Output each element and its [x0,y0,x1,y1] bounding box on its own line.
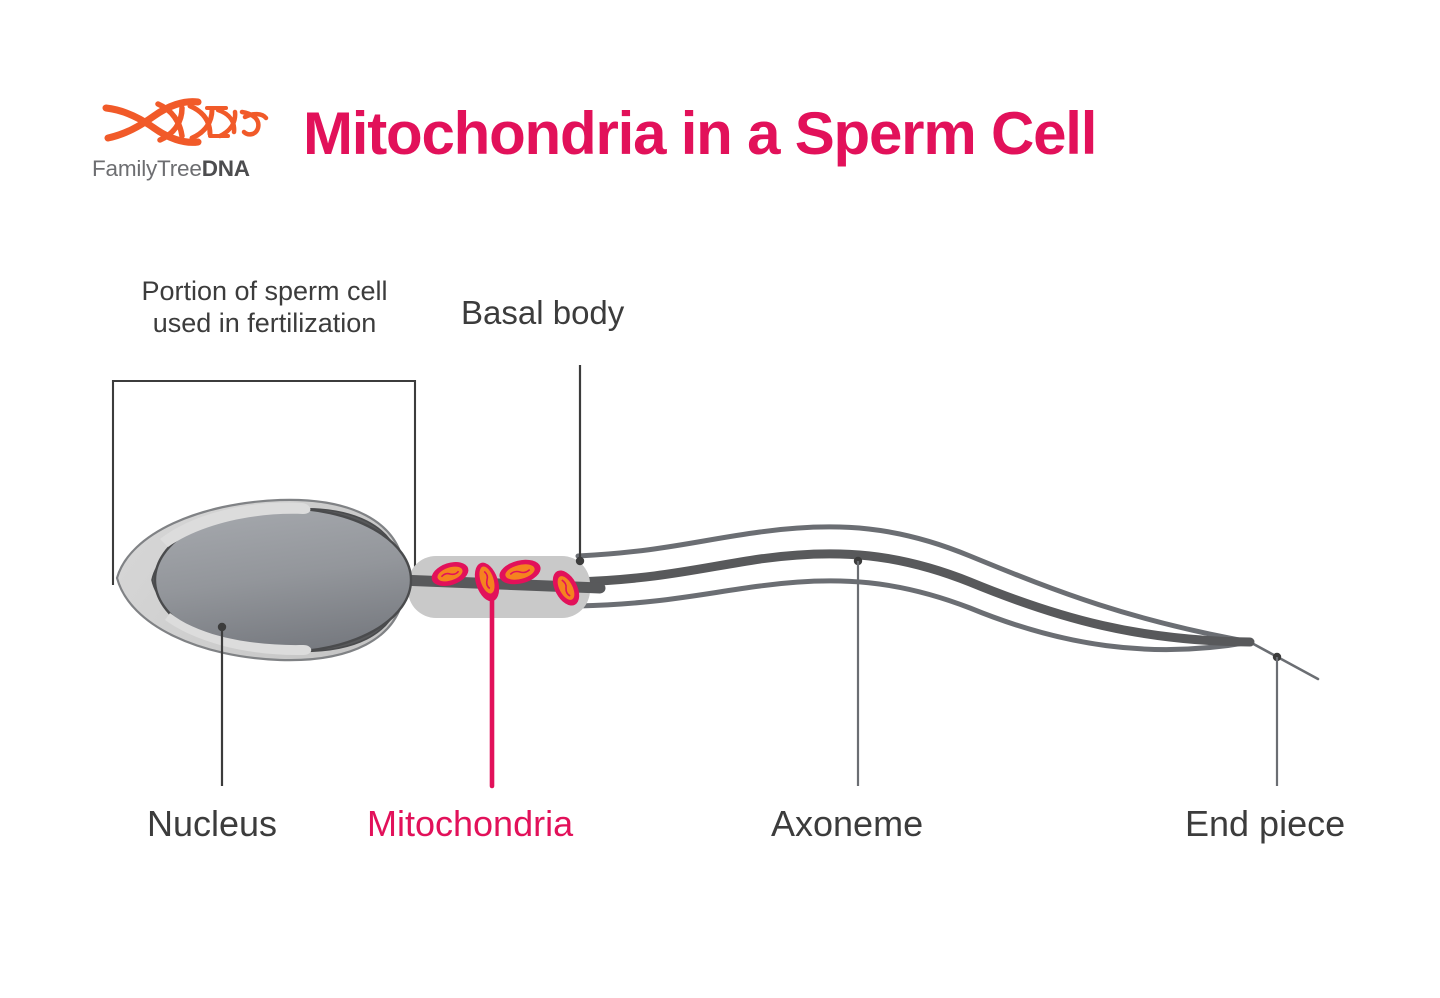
page-title: Mitochondria in a Sperm Cell [303,100,1097,167]
tail-sheath-lower [575,578,1253,653]
sperm-tail [573,524,1320,681]
label-mitochondria: Mitochondria [367,803,574,844]
mitochondrion [499,559,541,585]
acrosome-highlight-top [160,502,311,547]
end-piece-filament [1246,639,1320,681]
midpiece [394,556,606,618]
anchor-dot-basal-body [575,556,585,566]
label-nucleus: Nucleus [147,803,278,844]
brand-wordmark-secondary: DNA [201,156,250,181]
header: FamilyTreeDNA Mitochondria in a Sperm Ce… [0,0,1440,220]
label-end-piece: End piece [1185,803,1346,844]
mitochondrion-labeled [474,562,500,602]
fertilization-portion-bracket [111,379,417,585]
sperm-head [115,498,413,662]
brand-wordmark-primary: FamilyTree [92,156,202,181]
mitochondrion [552,570,580,606]
tail-sheath-upper [575,524,1253,645]
label-fertilization-portion: Portion of sperm cell used in fertilizat… [141,276,388,338]
label-basal-body: Basal body [461,294,625,331]
label-axoneme: Axoneme [771,803,924,844]
acrosome-highlight-bottom [165,613,312,656]
brand-wordmark: FamilyTreeDNA [92,156,292,182]
axoneme-core [573,549,1255,647]
dna-helix-icon [102,98,269,146]
brand-logo: FamilyTreeDNA [92,92,292,200]
mitochondrion [431,562,469,586]
leader-lines [217,365,1282,789]
